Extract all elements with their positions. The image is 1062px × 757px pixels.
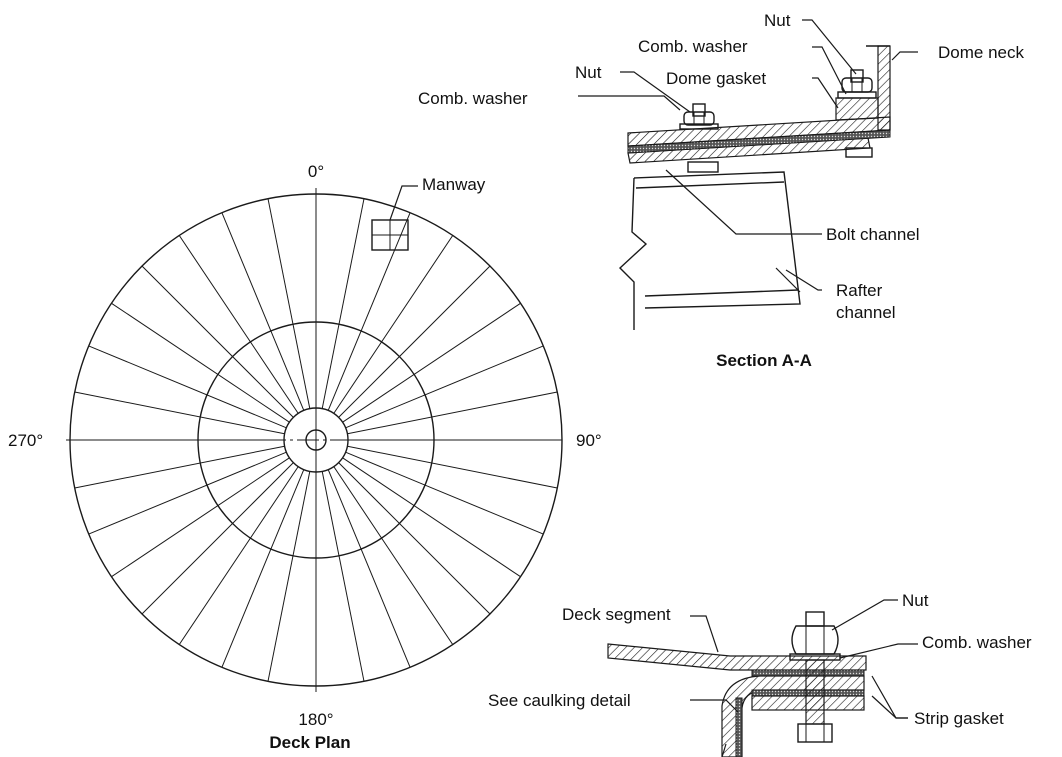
radial-seam — [347, 445, 558, 489]
radial-seam — [333, 466, 454, 645]
deck-segment-label: Deck segment — [562, 605, 671, 624]
see-caulking-label: See caulking detail — [488, 691, 631, 710]
comb-washer-left-label: Comb. washer — [418, 89, 528, 108]
dome-gasket-label: Dome gasket — [666, 69, 766, 88]
nut-left-label: Nut — [575, 63, 602, 82]
radial-seam — [74, 445, 285, 489]
center-hole — [305, 429, 327, 451]
bolt-channel-label: Bolt channel — [826, 225, 920, 244]
nut-top-label: Nut — [764, 11, 791, 30]
radial-seam — [327, 212, 411, 411]
angle-90-label: 90° — [576, 431, 602, 450]
radial-seam — [267, 198, 311, 409]
radial-seam — [111, 302, 290, 423]
radial-seam — [88, 345, 287, 429]
deck-segment-plate — [607, 643, 867, 671]
radial-seam — [141, 265, 294, 418]
radial-seam — [74, 391, 285, 435]
radial-seam — [321, 471, 365, 682]
bolt-head — [805, 611, 825, 627]
nut-top-shape — [841, 77, 873, 93]
comb-washer-label: Comb. washer — [922, 633, 1032, 652]
rafter-channel-label-2: channel — [836, 303, 896, 322]
radial-seam — [338, 265, 491, 418]
radial-seam — [141, 462, 294, 615]
comb-washer-top-label: Comb. washer — [638, 37, 748, 56]
deck-plan-title: Deck Plan — [269, 733, 350, 752]
radial-seam — [327, 469, 411, 668]
angle-270-label: 270° — [8, 431, 43, 450]
radial-seam — [338, 462, 491, 615]
radial-seam — [221, 212, 305, 411]
nut-shape — [791, 625, 839, 655]
curb-angle — [721, 675, 865, 757]
radial-seam — [267, 471, 311, 682]
radial-seam — [111, 457, 290, 578]
rafter-channel-label-1: Rafter — [836, 281, 883, 300]
rafter-channel — [633, 171, 801, 309]
manway-leader — [389, 185, 418, 221]
radial-seam — [345, 451, 544, 535]
dome-neck-label: Dome neck — [938, 43, 1024, 62]
radial-seam — [342, 457, 521, 578]
radial-seam — [88, 451, 287, 535]
angle-0-label: 0° — [308, 162, 324, 181]
deck-plan: Manway 0° 90° 270° 180° Deck Plan — [8, 162, 602, 752]
radial-seam — [333, 235, 454, 414]
radial-seams — [70, 194, 562, 686]
manway-label: Manway — [422, 175, 486, 194]
radial-seam — [347, 391, 558, 435]
nut-label: Nut — [902, 591, 929, 610]
strip-gasket-label: Strip gasket — [914, 709, 1004, 728]
radial-seam — [178, 466, 299, 645]
radial-seam — [321, 198, 365, 409]
joint-detail: Nut Deck segment Comb. washer See caulki… — [488, 591, 1032, 757]
nut-left-shape — [683, 111, 715, 126]
radial-seam — [221, 469, 305, 668]
radial-seam — [342, 302, 521, 423]
manway-icon — [371, 219, 409, 251]
section-a-a: Nut Comb. washer Dome neck Nut Dome gask… — [418, 11, 1024, 370]
section-a-a-title: Section A-A — [716, 351, 812, 370]
radial-seam — [345, 345, 544, 429]
radial-seam — [178, 235, 299, 414]
bolt-shank — [805, 659, 825, 725]
angle-180-label: 180° — [298, 710, 333, 729]
dome-neck — [877, 45, 891, 131]
